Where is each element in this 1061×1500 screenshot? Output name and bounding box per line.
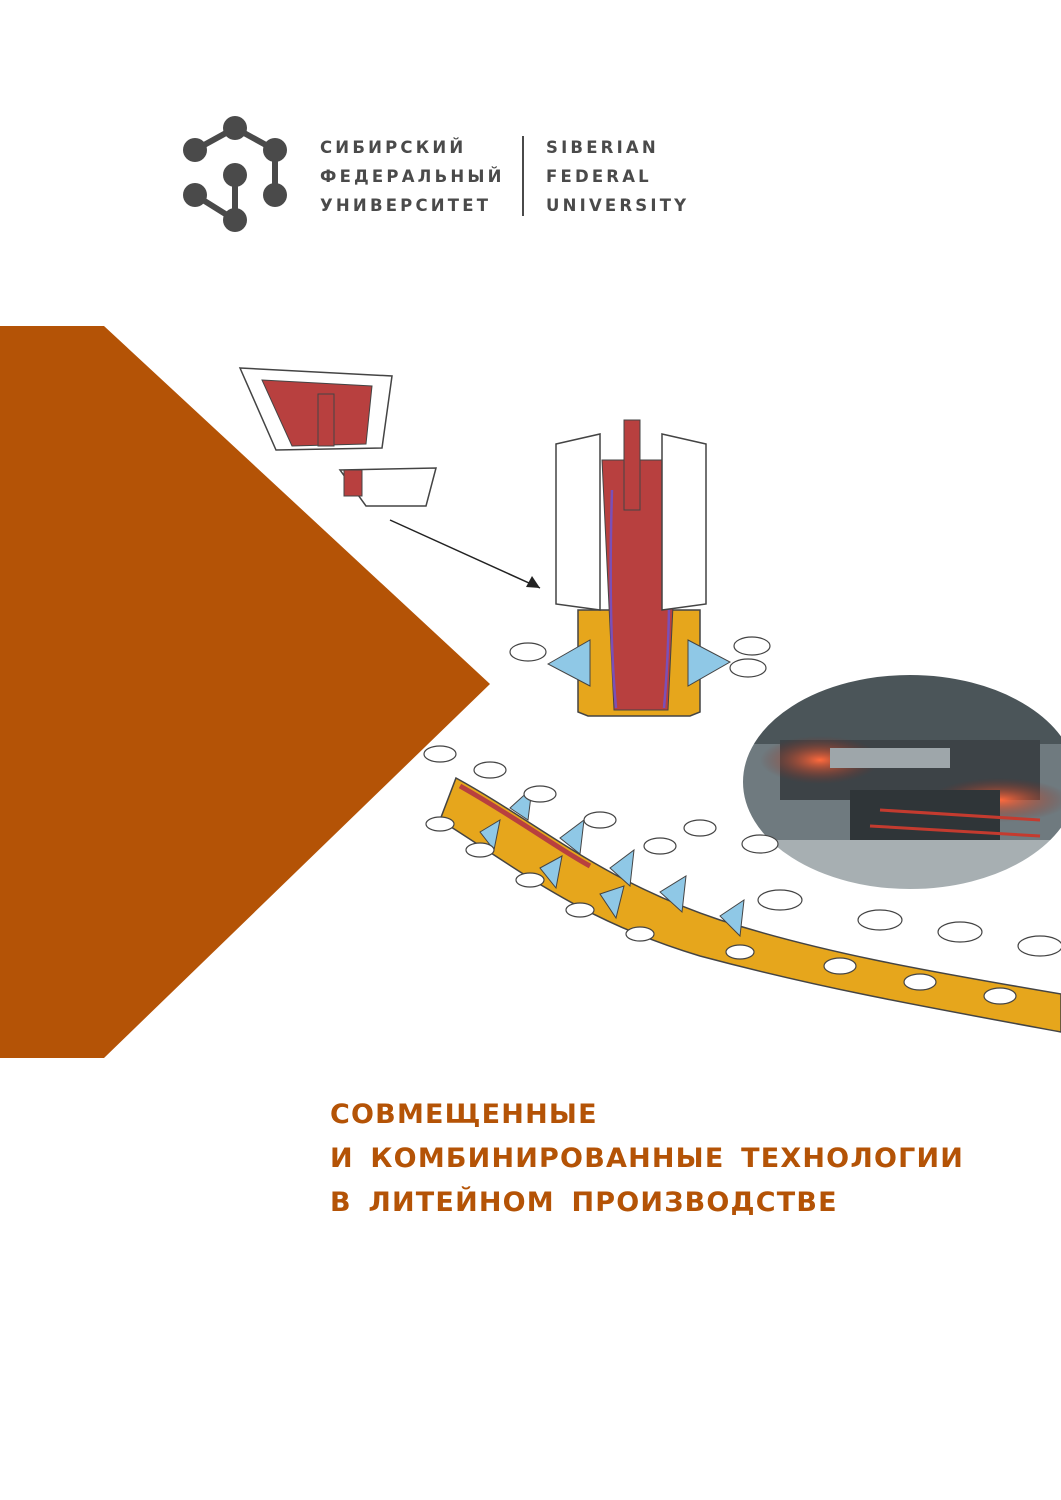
publisher-name-en: SIBERIAN FEDERAL UNIVERSITY (546, 133, 689, 220)
publisher-name-en-line-1: SIBERIAN (546, 138, 659, 157)
university-logo-icon (183, 116, 287, 232)
slab-illustration (423, 745, 1061, 1033)
book-title: СОВМЕЩЕННЫЕ И КОМБИНИРОВАННЫЕ ТЕХНОЛОГИИ… (330, 1093, 964, 1225)
mould-illustration (509, 419, 771, 717)
cover-illustration (0, 326, 1061, 1058)
publisher-name-ru-line-3: УНИВЕРСИТЕТ (320, 196, 492, 215)
tundish-illustration (238, 367, 541, 589)
publisher-name-ru: СИБИРСКИЙ ФЕДЕРАЛЬНЫЙ УНИВЕРСИТЕТ (320, 133, 505, 220)
plant-photo (741, 673, 1061, 891)
book-title-line-2: И КОМБИНИРОВАННЫЕ ТЕХНОЛОГИИ (330, 1143, 965, 1174)
publisher-name-ru-line-1: СИБИРСКИЙ (320, 138, 467, 157)
publisher-name-en-line-2: FEDERAL (546, 167, 652, 186)
book-title-line-3: В ЛИТЕЙНОМ ПРОИЗВОДСТВЕ (330, 1187, 838, 1218)
publisher-name-en-line-3: UNIVERSITY (546, 196, 690, 215)
publisher-name-ru-line-2: ФЕДЕРАЛЬНЫЙ (320, 167, 505, 186)
accent-chevron (0, 326, 490, 1058)
logo-divider (522, 136, 524, 216)
book-title-line-1: СОВМЕЩЕННЫЕ (330, 1099, 598, 1130)
